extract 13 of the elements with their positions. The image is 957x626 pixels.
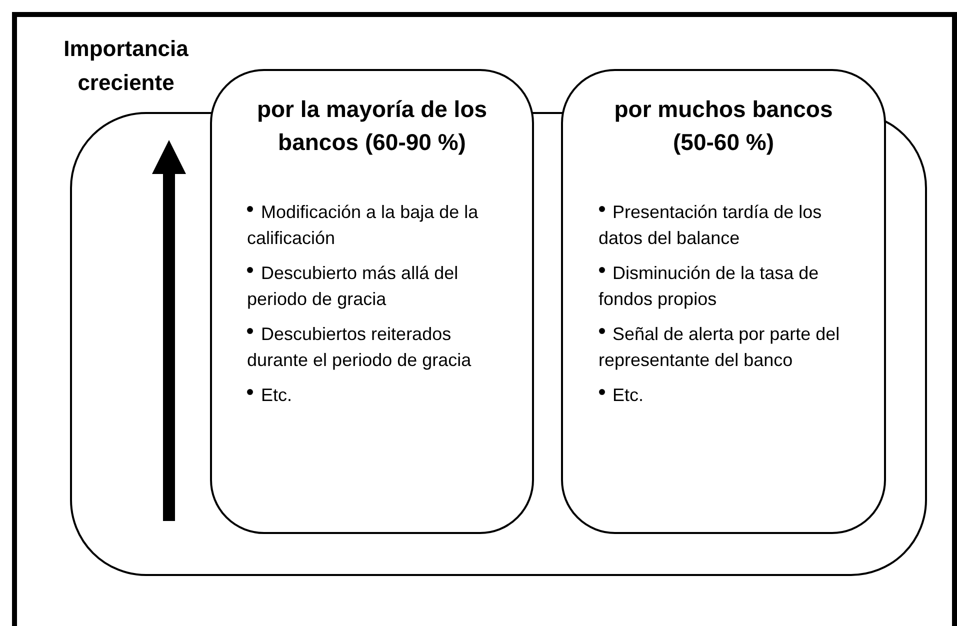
axis-label: Importancia creciente <box>62 35 190 97</box>
list-item: Presentación tardía de los datos del balance <box>598 201 823 250</box>
card-heading: por muchos bancos (50-60 %) <box>613 95 834 157</box>
list-item: Señal de alerta por parte del representante del banco <box>598 323 841 372</box>
list-item: Etc. <box>598 382 644 408</box>
list-item: Disminución de la tasa de fondos propios <box>598 262 820 311</box>
category-card <box>561 69 886 534</box>
category-card <box>210 69 534 534</box>
list-item: Descubierto más allá del periodo de gracia <box>247 262 460 311</box>
list-item: Etc. <box>247 382 292 408</box>
list-item: Descubiertos reiterados durante el periodo de gracia <box>247 323 472 372</box>
list-item: Modificación a la baja de la calificación <box>247 201 480 250</box>
card-heading: por la mayoría de los bancos (60-90 %) <box>256 95 488 157</box>
